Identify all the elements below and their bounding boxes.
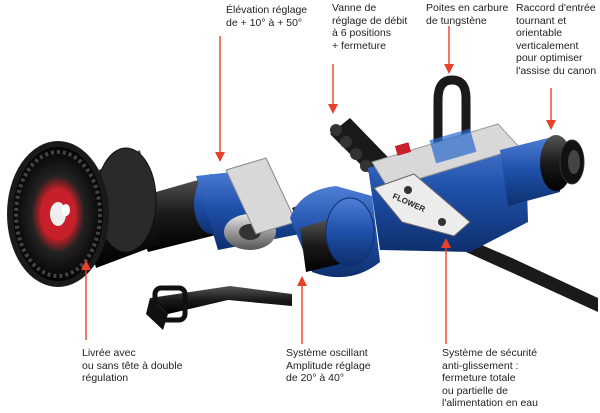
callout-inlet: Raccord d'entrée tournant et orientable … bbox=[516, 2, 597, 77]
inlet-coupling bbox=[500, 135, 585, 206]
ground-leg bbox=[146, 285, 292, 330]
callout-valve: Vanne de réglage de débit à 6 positions … bbox=[332, 2, 408, 52]
leader-tips bbox=[444, 26, 454, 74]
spike-leg bbox=[466, 240, 598, 312]
leader-inlet bbox=[546, 88, 556, 130]
swivel-body bbox=[290, 186, 380, 278]
callout-oscillation: Système oscillant Amplitude réglage de 2… bbox=[286, 347, 371, 384]
carry-handle bbox=[433, 75, 471, 155]
callout-tips: Poites en carbure de tungstène bbox=[426, 2, 509, 27]
nozzle bbox=[7, 141, 160, 287]
callout-safety: Système de sécurité anti-glissement : fe… bbox=[442, 347, 538, 409]
safety-lever: FLOWER bbox=[373, 173, 471, 237]
callout-tip-head: Livrée avec ou sans tête à double régula… bbox=[82, 347, 183, 384]
leader-valve bbox=[328, 64, 338, 114]
leader-elevation bbox=[215, 36, 225, 162]
leader-safety bbox=[441, 238, 451, 344]
leader-tip-head bbox=[81, 260, 91, 340]
leader-oscillation bbox=[297, 276, 307, 344]
callout-elevation: Élévation réglage de + 10° à + 50° bbox=[226, 4, 308, 29]
